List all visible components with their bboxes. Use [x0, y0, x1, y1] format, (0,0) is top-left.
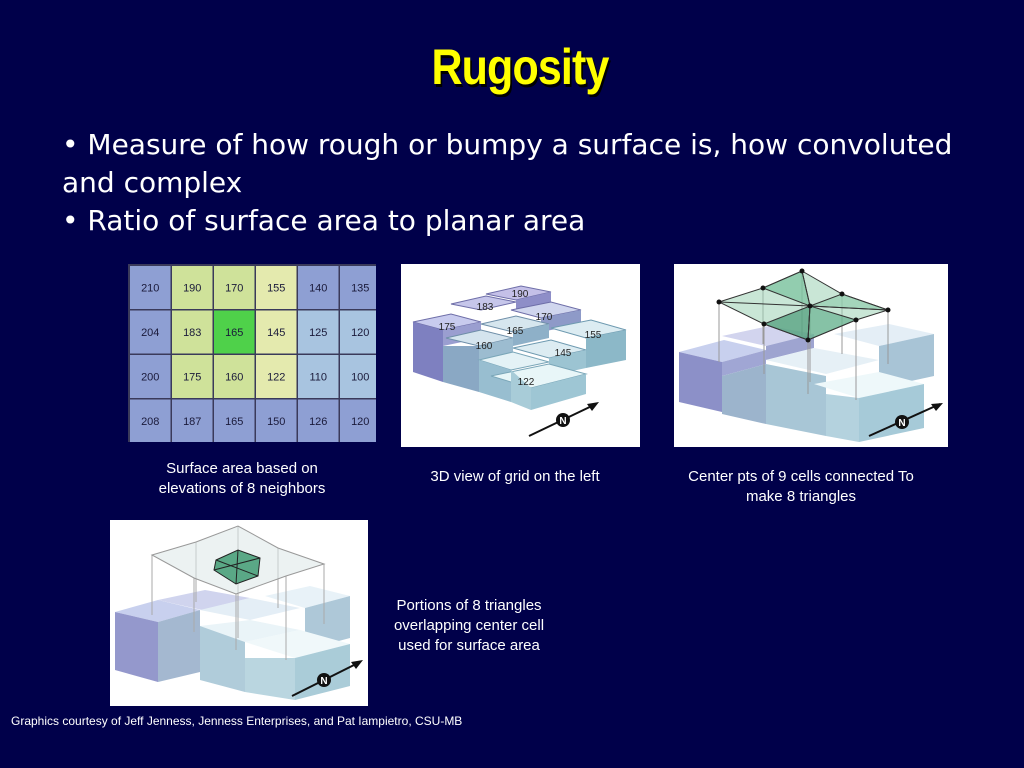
grid-cell [340, 310, 376, 354]
label-160: 160 [476, 341, 493, 352]
grid-cell-value: 160 [225, 372, 243, 384]
grid-cell [256, 355, 297, 398]
grid-cell [214, 399, 255, 442]
grid-cell [298, 266, 339, 309]
grid-cell-value: 122 [267, 372, 285, 384]
grid-cell [130, 355, 171, 398]
grid-cell-value: 120 [351, 416, 369, 428]
grid-cell-value: 200 [141, 372, 159, 384]
caption-grid: Surface area based on elevations of 8 ne… [158, 460, 326, 497]
grid-cell-value: 175 [183, 372, 201, 384]
grid-cell-value: 145 [267, 327, 285, 339]
caption-overlap: Portions of 8 triangles overlapping cent… [393, 597, 545, 654]
grid-cell [298, 399, 339, 442]
elevation-grid-svg: 210 190 170 155 140 135 204 183 165 145 125 120 200 1… [130, 266, 376, 442]
caption-3d-view: 3D view of grid on the left [430, 468, 600, 485]
grid-cell-value: 187 [183, 416, 201, 428]
label-190: 190 [512, 289, 529, 300]
grid-cell [340, 355, 376, 398]
grid-cell-value: 210 [141, 283, 159, 295]
svg-text:N: N [898, 418, 905, 429]
grid-cell-value: 208 [141, 416, 159, 428]
label-170: 170 [536, 312, 553, 323]
bullet-list: • Measure of how rough or bumpy a surfac… [62, 126, 962, 240]
grid-cell-value: 135 [351, 283, 369, 295]
grid-cell [214, 266, 255, 309]
grid-3d-view: 190 183 170 175 165 155 160 145 122 N [401, 264, 640, 447]
svg-text:N: N [320, 676, 327, 687]
slide-title: Rugosity [431, 39, 609, 95]
label-165: 165 [507, 326, 524, 337]
grid-cell-value: 126 [309, 416, 327, 428]
grid-cell [172, 399, 213, 442]
grid-cell [172, 355, 213, 398]
grid-cell [214, 310, 255, 354]
overlap-view: N [110, 520, 368, 706]
caption-triangles: Center pts of 9 cells connected To make … [688, 468, 914, 505]
grid-cell-value: 204 [141, 327, 159, 339]
grid-cell-value: 100 [351, 372, 369, 384]
grid-cell-value: 165 [225, 327, 243, 339]
label-145: 145 [555, 348, 572, 359]
grid-cell-value: 120 [351, 327, 369, 339]
grid-3d-svg: 190 183 170 175 165 155 160 145 122 N [412, 285, 627, 437]
bullet-ratio: • Ratio of surface area to planar area [62, 204, 586, 237]
grid-cell-value: 125 [309, 327, 327, 339]
grid-cell [130, 399, 171, 442]
grid-cell [298, 355, 339, 398]
label-122: 122 [518, 377, 535, 388]
triangles-view: N [674, 264, 948, 447]
grid-cell [130, 266, 171, 309]
bullet-definition: • Measure of how rough or bumpy a surfac… [62, 128, 953, 199]
overlap-svg: N [115, 525, 363, 700]
grid-cell-value: 150 [267, 416, 285, 428]
grid-cell [130, 310, 171, 354]
grid-cell-value: 140 [309, 283, 327, 295]
svg-text:N: N [559, 416, 566, 427]
north-arrow-icon: N [528, 402, 599, 437]
triangles-svg: N [679, 268, 943, 442]
grid-cell [172, 266, 213, 309]
grid-cell [256, 310, 297, 354]
grid-cell-value: 155 [267, 283, 285, 295]
grid-cell-value: 110 [309, 372, 327, 384]
grid-cell-value: 190 [183, 283, 201, 295]
label-155: 155 [585, 330, 602, 341]
north-arrow-icon: N [291, 660, 363, 697]
grid-cell [298, 310, 339, 354]
label-183: 183 [477, 302, 494, 313]
grid-cell-value: 183 [183, 327, 201, 339]
grid-cell [172, 310, 213, 354]
grid-cell [214, 355, 255, 398]
north-arrow-icon: N [868, 403, 943, 437]
grid-cell [256, 399, 297, 442]
grid-cell [340, 399, 376, 442]
grid-cell-value: 170 [225, 283, 243, 295]
label-175: 175 [439, 322, 456, 333]
elevation-grid: 210 190 170 155 140 135 204 183 165 145 125 120 200 1… [128, 264, 376, 442]
image-credit: Graphics courtesy of Jeff Jenness, Jenne… [11, 714, 463, 728]
grid-cell [340, 266, 376, 309]
grid-cell [256, 266, 297, 309]
grid-cell-value: 165 [225, 416, 243, 428]
